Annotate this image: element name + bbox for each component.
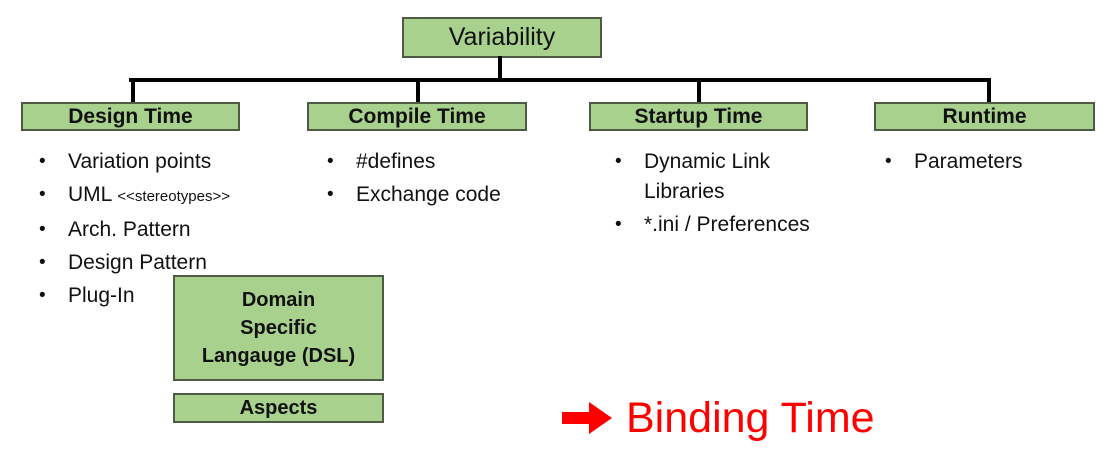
bullet-marker: • (39, 252, 46, 273)
bullet-item: • Design Pattern (30, 248, 298, 278)
root-node-label: Variability (448, 23, 556, 51)
bullet-item: • Variation points (30, 147, 298, 177)
bullet-item: • UML <<stereotypes>> (30, 180, 298, 212)
branch-header-label: Design Time (68, 104, 193, 128)
bullet-text: *.ini / Preferences (644, 213, 810, 236)
bullet-list-startup-time: • Dynamic Link Libraries • *.ini / Preferen… (606, 147, 844, 243)
bullet-text: Arch. Pattern (68, 218, 191, 241)
bullet-text: Dynamic Link Libraries (644, 150, 771, 203)
branch-header-label: Compile Time (348, 104, 486, 128)
bullet-item: • Dynamic Link Libraries (606, 147, 844, 207)
connector-root-stub (498, 56, 502, 80)
branch-header-label: Startup Time (634, 104, 763, 128)
bullet-marker: • (39, 285, 46, 306)
bullet-marker: • (39, 219, 46, 240)
branch-header-runtime: Runtime (874, 102, 1095, 131)
dsl-box-label: Domain Specific Langauge (DSL) (201, 289, 356, 367)
right-arrow-icon (562, 402, 612, 434)
bullet-list-compile-time: • #defines • Exchange code (318, 147, 558, 213)
bullet-text: #defines (356, 150, 436, 173)
bullet-text: Parameters (914, 150, 1023, 173)
branch-header-compile-time: Compile Time (307, 102, 527, 131)
connector-stub-design-time (131, 78, 135, 104)
bullet-marker: • (327, 151, 334, 172)
binding-time-annotation: Binding Time (560, 392, 875, 444)
bullet-text: UML <<stereotypes>> (68, 183, 230, 206)
dsl-box: Domain Specific Langauge (DSL) (173, 275, 384, 381)
bullet-item: • Exchange code (318, 180, 558, 210)
aspects-box: Aspects (173, 393, 384, 423)
bullet-marker: • (39, 184, 46, 205)
connector-stub-runtime (987, 78, 991, 104)
bullet-text: Design Pattern (68, 251, 207, 274)
bullet-item: • Parameters (876, 147, 1108, 177)
binding-time-label: Binding Time (626, 394, 875, 442)
bullet-list-runtime: • Parameters (876, 147, 1108, 180)
bullet-text: Plug-In (68, 284, 135, 307)
right-arrow-shape (562, 402, 612, 434)
bullet-marker: • (39, 151, 46, 172)
branch-header-design-time: Design Time (21, 102, 240, 131)
connector-horizontal (129, 78, 991, 82)
root-node-variability: Variability (402, 17, 602, 58)
bullet-marker: • (615, 214, 622, 235)
connector-stub-compile-time (416, 78, 420, 104)
bullet-marker: • (885, 151, 892, 172)
bullet-marker: • (615, 151, 622, 172)
bullet-marker: • (327, 184, 334, 205)
connector-stub-startup-time (697, 78, 701, 104)
bullet-text: Exchange code (356, 183, 501, 206)
bullet-item: • #defines (318, 147, 558, 177)
aspects-box-label: Aspects (239, 396, 318, 419)
branch-header-startup-time: Startup Time (589, 102, 808, 131)
branch-header-label: Runtime (942, 104, 1027, 128)
bullet-item: • Plug-In (30, 281, 298, 311)
bullet-item: • Arch. Pattern (30, 215, 298, 245)
bullet-list-design-time: • Variation points • UML <<stereotypes>> • Ar… (30, 147, 298, 314)
bullet-item: • *.ini / Preferences (606, 210, 844, 240)
bullet-text: Variation points (68, 150, 212, 173)
